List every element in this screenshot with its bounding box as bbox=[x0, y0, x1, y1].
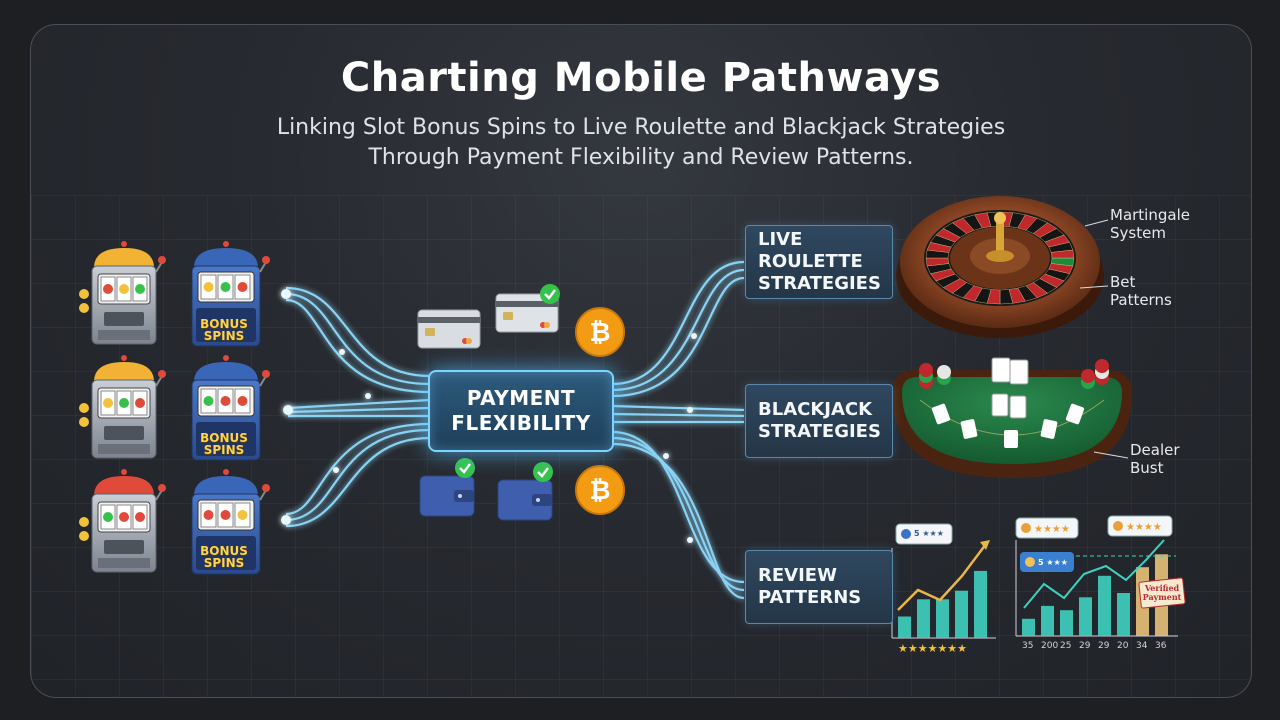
review-bar bbox=[1117, 593, 1130, 636]
left-review-bubble-text: 5 ★★★ bbox=[914, 529, 944, 538]
check-icon bbox=[533, 462, 553, 482]
subtitle-line-2: Through Payment Flexibility and Review P… bbox=[368, 145, 914, 170]
bonus-slot-machine-icon bbox=[191, 469, 270, 575]
payment-icons: ₿ ₿ bbox=[417, 284, 625, 521]
bitcoin-icon: ₿ bbox=[575, 465, 625, 515]
bonus-spins-label-3: BONUS SPINS bbox=[197, 545, 251, 569]
review-axis-number: 29 bbox=[1079, 641, 1091, 651]
slot-machines bbox=[79, 241, 270, 575]
slot-connectors bbox=[285, 286, 431, 528]
review-axis-number: 200 bbox=[1041, 641, 1059, 651]
roulette-pocket bbox=[1050, 249, 1075, 259]
roulette-label-line2: STRATEGIES bbox=[758, 273, 881, 294]
martingale-line1: Martingale bbox=[1110, 206, 1190, 224]
dealer-bust-annotation: Dealer Bust bbox=[1130, 441, 1180, 477]
right-review-bubble-text: 5 ★★★ bbox=[1038, 558, 1068, 567]
roulette-wheel-illustration bbox=[896, 196, 1109, 338]
bonus-spins-label-1: BONUS SPINS bbox=[197, 318, 251, 342]
payment-flexibility-hub[interactable]: PAYMENT FLEXIBILITY bbox=[428, 370, 614, 452]
svg-text:₿: ₿ bbox=[589, 476, 610, 506]
subtitle-line-1: Linking Slot Bonus Spins to Live Roulett… bbox=[276, 115, 1006, 140]
bonus-label-line2: SPINS bbox=[203, 443, 245, 457]
review-bar bbox=[1060, 610, 1073, 636]
chip-stack-right bbox=[1081, 359, 1109, 389]
wallet-icon bbox=[497, 479, 553, 521]
target-connectors bbox=[611, 260, 745, 600]
check-icon bbox=[540, 284, 560, 304]
review-bar bbox=[1041, 605, 1054, 636]
reviews-label-line1: REVIEW bbox=[758, 565, 837, 586]
hub-label-line1: PAYMENT bbox=[466, 386, 576, 410]
rating-stars-left: ★★★★★★★ bbox=[898, 642, 967, 655]
slot-machine-icon bbox=[79, 241, 166, 345]
review-axis-number: 34 bbox=[1136, 641, 1148, 651]
review-bar bbox=[974, 570, 987, 638]
dealer-line2: Bust bbox=[1130, 459, 1164, 477]
review-bar bbox=[1022, 618, 1035, 636]
review-bar bbox=[898, 616, 911, 638]
roulette-label-line1: LIVE ROULETTE bbox=[758, 229, 863, 272]
blackjack-label-line2: STRATEGIES bbox=[758, 421, 881, 442]
martingale-line2: System bbox=[1110, 224, 1166, 242]
review-bar bbox=[936, 599, 949, 638]
bonus-label-line1: BONUS bbox=[200, 544, 248, 558]
martingale-annotation: Martingale System bbox=[1110, 206, 1190, 242]
reviews-label-line2: PATTERNS bbox=[758, 587, 862, 608]
blackjack-table-illustration bbox=[892, 357, 1132, 478]
page-subtitle: Linking Slot Bonus Spins to Live Roulett… bbox=[31, 113, 1251, 173]
review-axis-number: 20 bbox=[1117, 641, 1129, 651]
bonus-spins-label-2: BONUS SPINS bbox=[197, 432, 251, 456]
review-axis-number: 29 bbox=[1098, 641, 1110, 651]
blackjack-label-line1: BLACKJACK bbox=[758, 399, 873, 420]
review-bar bbox=[955, 590, 968, 638]
check-icon bbox=[455, 458, 475, 478]
verified-line1: Verified bbox=[1144, 583, 1180, 593]
hub-label-line2: FLEXIBILITY bbox=[451, 411, 591, 435]
svg-text:★★★★★★★: ★★★★★★★ bbox=[898, 642, 967, 655]
connector-nodes bbox=[281, 289, 371, 525]
review-chart-right: ★★★★ ★★★★ bbox=[1015, 515, 1186, 637]
review-chart-left: ★★★★★★★ bbox=[891, 523, 996, 655]
bonus-label-line1: BONUS bbox=[200, 317, 248, 331]
bet-line2: Patterns bbox=[1110, 291, 1172, 309]
chip-stack-left bbox=[919, 363, 951, 389]
bonus-slot-machine-icon bbox=[191, 355, 270, 461]
target-nodes bbox=[663, 333, 697, 543]
review-bar bbox=[1098, 575, 1111, 636]
bet-line1: Bet bbox=[1110, 273, 1136, 291]
verified-payment-stamp: Verified Payment bbox=[1142, 584, 1182, 602]
credit-card-icon bbox=[495, 293, 559, 333]
live-roulette-strategies-node[interactable]: LIVE ROULETTE STRATEGIES bbox=[745, 225, 893, 299]
review-axis-number: 36 bbox=[1155, 641, 1167, 651]
bitcoin-icon: ₿ bbox=[575, 307, 625, 357]
bonus-label-line2: SPINS bbox=[203, 329, 245, 343]
blackjack-strategies-node[interactable]: BLACKJACK STRATEGIES bbox=[745, 384, 893, 458]
review-bar bbox=[917, 599, 930, 638]
slot-machine-icon bbox=[79, 469, 166, 573]
bet-patterns-annotation: Bet Patterns bbox=[1110, 273, 1172, 309]
review-bar bbox=[1079, 597, 1092, 636]
svg-text:★★★★: ★★★★ bbox=[1034, 524, 1070, 535]
bonus-label-line1: BONUS bbox=[200, 431, 248, 445]
svg-text:₿: ₿ bbox=[589, 318, 610, 348]
dealer-line1: Dealer bbox=[1130, 441, 1180, 459]
bonus-label-line2: SPINS bbox=[203, 556, 245, 570]
verified-line2: Payment bbox=[1142, 592, 1182, 602]
slot-machine-icon bbox=[79, 355, 166, 459]
page-title: Charting Mobile Pathways bbox=[340, 55, 942, 101]
credit-card-icon bbox=[417, 309, 481, 349]
wallet-icon bbox=[419, 475, 475, 517]
review-axis-number: 35 bbox=[1022, 641, 1034, 651]
review-axis-number: 25 bbox=[1060, 641, 1072, 651]
bonus-slot-machine-icon bbox=[191, 241, 270, 347]
svg-text:★★★★: ★★★★ bbox=[1126, 522, 1162, 533]
review-patterns-node[interactable]: REVIEW PATTERNS bbox=[745, 550, 893, 624]
